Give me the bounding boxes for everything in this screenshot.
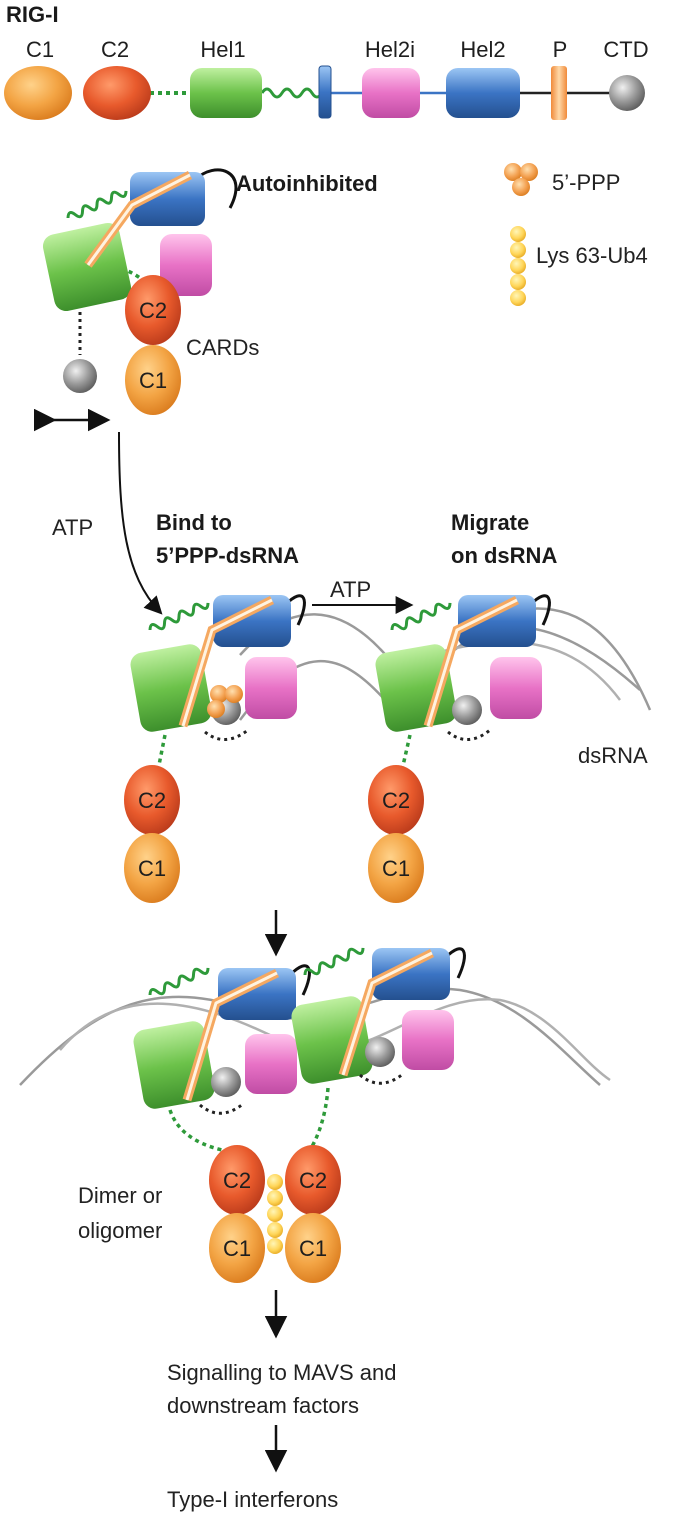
- ubiquitin-chain-icon: [267, 1174, 283, 1254]
- c1-label: C1: [138, 856, 166, 881]
- c2-domain: [83, 66, 151, 120]
- c1-label: C1: [299, 1236, 327, 1261]
- dimer-label-line2: oligomer: [78, 1218, 162, 1243]
- atp-label-1: ATP: [52, 515, 93, 540]
- ubiquitin-legend-icon: [510, 226, 526, 306]
- c1-domain: [368, 833, 424, 903]
- atp-binding-arrow: [118, 431, 163, 615]
- diagram-title: RIG-I: [6, 2, 59, 27]
- ubiquitin-legend-label: Lys 63-Ub4: [536, 243, 648, 268]
- c1-label: C1: [223, 1236, 251, 1261]
- hel2-label: Hel2: [460, 37, 505, 62]
- hel1-domain: [42, 222, 132, 312]
- ctd-domain: [609, 75, 645, 111]
- hel2i-domain: [160, 234, 212, 296]
- migrated-state: C2 C1 dsRNA: [368, 594, 652, 903]
- pincer-domain: [551, 66, 567, 120]
- dsrna-label: dsRNA: [578, 743, 648, 768]
- c2-domain: [125, 275, 181, 345]
- hel2i-domain: [245, 1034, 297, 1094]
- hel2-domain: [130, 172, 205, 226]
- bound-state: C2 C1: [124, 594, 391, 903]
- c2-label: C2: [223, 1168, 251, 1193]
- ctd-domain: [211, 1067, 241, 1097]
- signalling-label-line1: Signalling to MAVS and: [167, 1360, 397, 1385]
- c2-domain: [209, 1145, 265, 1215]
- interferons-label: Type-I interferons: [167, 1487, 338, 1512]
- c2-domain: [285, 1145, 341, 1215]
- ppp-legend-label: 5’-PPP: [552, 170, 620, 195]
- hel2-domain: [218, 968, 296, 1020]
- c2-label: C2: [138, 788, 166, 813]
- c2-label: C2: [299, 1168, 327, 1193]
- signalling-label-line2: downstream factors: [167, 1393, 359, 1418]
- hel2i-domain: [362, 68, 420, 118]
- c2-label: C2: [382, 788, 410, 813]
- c1-domain: [125, 345, 181, 415]
- autoinhibited-label: Autoinhibited: [236, 171, 378, 196]
- c1-domain: [124, 833, 180, 903]
- atp-label-2: ATP: [330, 577, 371, 602]
- ppp-legend-icon: [504, 163, 538, 196]
- bind-label-line2: 5’PPP-dsRNA: [156, 543, 299, 568]
- ctd-label: CTD: [603, 37, 648, 62]
- ctd-domain: [63, 359, 97, 393]
- hel1-linker: [260, 87, 324, 99]
- c2-label: C2: [139, 298, 167, 323]
- hel2i-domain: [245, 657, 297, 719]
- c1-domain: [209, 1213, 265, 1283]
- hel1-insert-domain: [318, 65, 332, 119]
- hel1-label: Hel1: [200, 37, 245, 62]
- legend: 5’-PPP Lys 63-Ub4: [504, 163, 648, 306]
- p-label: P: [553, 37, 568, 62]
- bind-label-line1: Bind to: [156, 510, 232, 535]
- ctd-domain: [452, 695, 482, 725]
- hel2-domain: [213, 595, 291, 647]
- c2-label: C2: [101, 37, 129, 62]
- autoinhibited-state: C2 C1 Autoinhibited CARDs: [34, 168, 378, 432]
- domain-architecture: C1 C2 Hel1 Hel2i Hel2 P CTD: [4, 37, 649, 120]
- hel1-domain: [190, 68, 262, 118]
- ppp-icon: [207, 685, 243, 718]
- hel2i-label: Hel2i: [365, 37, 415, 62]
- ctd-domain: [365, 1037, 395, 1067]
- dimer-state: C2 C1 C2 C1 Dimer or oligomer: [19, 947, 611, 1283]
- hel2-domain: [372, 948, 450, 1000]
- c1-label: C1: [26, 37, 54, 62]
- cards-label: CARDs: [186, 335, 259, 360]
- c2-domain: [368, 765, 424, 835]
- migrate-label-line2: on dsRNA: [451, 543, 557, 568]
- hel2i-domain: [490, 657, 542, 719]
- c1-label: C1: [382, 856, 410, 881]
- hel2-domain: [446, 68, 520, 118]
- c1-label: C1: [139, 368, 167, 393]
- dimer-label-line1: Dimer or: [78, 1183, 162, 1208]
- c1-domain: [285, 1213, 341, 1283]
- hel1-domain: [291, 996, 373, 1084]
- c1-domain: [4, 66, 72, 120]
- c2-domain: [124, 765, 180, 835]
- hel2i-domain: [402, 1010, 454, 1070]
- migrate-label-line1: Migrate: [451, 510, 529, 535]
- hel2-domain: [458, 595, 536, 647]
